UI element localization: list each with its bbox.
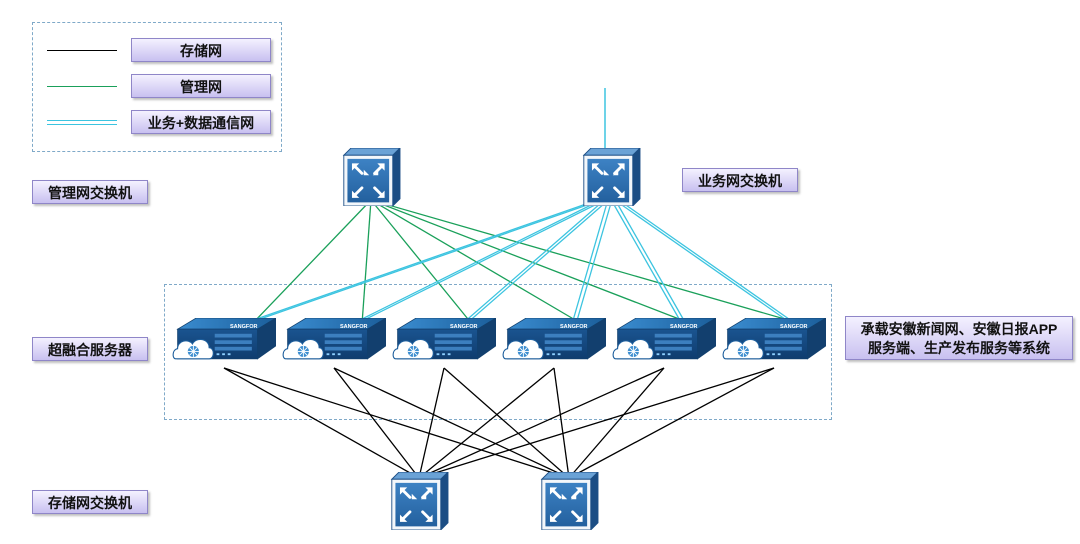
storage-link — [418, 367, 555, 479]
management-link — [251, 199, 372, 325]
storage-link — [553, 367, 570, 479]
business-link — [355, 195, 614, 325]
storage-link — [223, 367, 420, 479]
legend-item-business: 业务+数据通信网 — [33, 110, 283, 136]
server-brand-label: SANGFOR — [450, 324, 478, 330]
business-link — [612, 195, 687, 325]
business-link — [461, 195, 610, 325]
legend-label-management: 管理网 — [131, 74, 271, 98]
legend-label-storage: 存储网 — [131, 38, 271, 62]
storage-link — [443, 367, 570, 479]
server-brand-label: SANGFOR — [560, 324, 588, 330]
storage-link — [418, 367, 775, 479]
management-link — [370, 199, 693, 325]
legend-line-management — [47, 86, 117, 87]
business-switch-icon — [582, 148, 642, 206]
storage-switch-2-icon — [540, 472, 600, 530]
business-link — [241, 195, 610, 325]
hci-server-icon — [282, 318, 386, 360]
legend-item-storage: 存储网 — [33, 38, 283, 64]
legend-line-business-b — [47, 124, 117, 125]
management-switch-icon — [342, 148, 402, 206]
storage-link — [333, 367, 570, 479]
systems-description: 承载安徽新闻网、安徽日报APP 服务端、生产发布服务等系统 — [845, 316, 1073, 360]
hci-server-group — [164, 284, 832, 420]
management-switch-label: 管理网交换机 — [32, 180, 148, 204]
hci-server-icon — [722, 318, 826, 360]
server-brand-label: SANGFOR — [780, 324, 808, 330]
systems-description-line-2: 服务端、生产发布服务等系统 — [868, 340, 1050, 356]
storage-link — [568, 367, 775, 479]
management-link — [370, 199, 803, 325]
systems-description-line-1: 承载安徽新闻网、安徽日报APP — [860, 321, 1058, 337]
business-link — [245, 195, 614, 325]
legend-line-business-a — [47, 120, 117, 121]
server-brand-label: SANGFOR — [670, 324, 698, 330]
business-link — [465, 195, 614, 325]
storage-link — [223, 367, 570, 479]
legend-label-business: 业务+数据通信网 — [131, 110, 271, 134]
hci-servers: SANGFOR SANGFOR SANGFOR SANGFOR SANGFOR SANGF… — [172, 318, 826, 360]
storage-link — [418, 367, 445, 479]
storage-switch-label: 存储网交换机 — [32, 490, 148, 514]
hci-server-icon — [172, 318, 276, 360]
storage-link — [418, 367, 665, 479]
business-link — [351, 195, 610, 325]
business-switch-label: 业务网交换机 — [682, 168, 798, 192]
hci-server-icon — [502, 318, 606, 360]
legend-line-storage — [47, 50, 117, 51]
business-link — [571, 195, 610, 325]
legend: 存储网 管理网 业务+数据通信网 — [32, 22, 282, 152]
server-brand-label: SANGFOR — [230, 324, 258, 330]
storage-link — [568, 367, 665, 479]
storage-link — [333, 367, 420, 479]
business-links — [241, 195, 797, 325]
storage-switch-1-icon — [390, 472, 450, 530]
storage-links — [223, 367, 775, 479]
business-link — [575, 195, 614, 325]
business-link — [608, 195, 793, 325]
hci-server-icon — [612, 318, 716, 360]
business-link — [612, 195, 797, 325]
management-link — [361, 199, 372, 325]
hci-server-label: 超融合服务器 — [32, 337, 148, 361]
hci-server-icon — [392, 318, 496, 360]
legend-item-management: 管理网 — [33, 74, 283, 100]
server-brand-label: SANGFOR — [340, 324, 368, 330]
management-links — [251, 199, 803, 325]
business-link — [608, 195, 683, 325]
